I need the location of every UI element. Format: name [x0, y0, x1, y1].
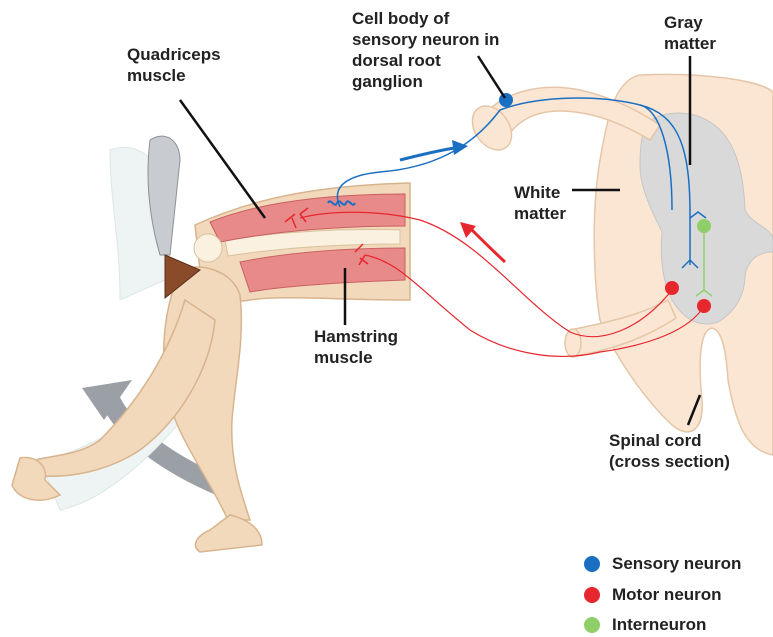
motor-direction-arrow	[470, 228, 505, 262]
motor-dot-icon	[584, 587, 600, 603]
reflex-hammer	[110, 136, 200, 300]
spinal-cord	[464, 74, 773, 455]
sensory-direction-arrowhead	[452, 140, 468, 155]
leader-quadriceps	[180, 100, 265, 218]
legend-item-motor: Motor neuron	[584, 584, 773, 606]
motor-neuron-body-1	[665, 281, 679, 295]
foot	[195, 515, 262, 552]
gray-matter-label: Gray matter	[664, 12, 716, 54]
interneuron-dot-icon	[584, 617, 600, 633]
legend-label: Interneuron	[612, 614, 706, 635]
sensory-dot-icon	[584, 556, 600, 572]
legend-label: Sensory neuron	[612, 553, 741, 574]
hamstring-label: Hamstring muscle	[314, 326, 398, 368]
quadriceps-label: Quadriceps muscle	[127, 44, 221, 86]
signal-arrows	[400, 140, 505, 262]
spinal-cord-label: Spinal cord (cross section)	[609, 430, 730, 472]
legend-item-sensory: Sensory neuron	[584, 553, 773, 575]
white-matter-label: White matter	[514, 182, 566, 224]
legend-label: Motor neuron	[612, 584, 722, 605]
sensory-direction-arrow	[400, 148, 455, 160]
interneuron-body	[697, 219, 711, 233]
patella	[194, 234, 222, 262]
sensory-cell-body	[499, 93, 513, 107]
cell-body-label: Cell body of sensory neuron in dorsal ro…	[352, 8, 499, 92]
motor-neuron-body-2	[697, 299, 711, 313]
legend-item-interneuron: Interneuron	[584, 614, 773, 636]
